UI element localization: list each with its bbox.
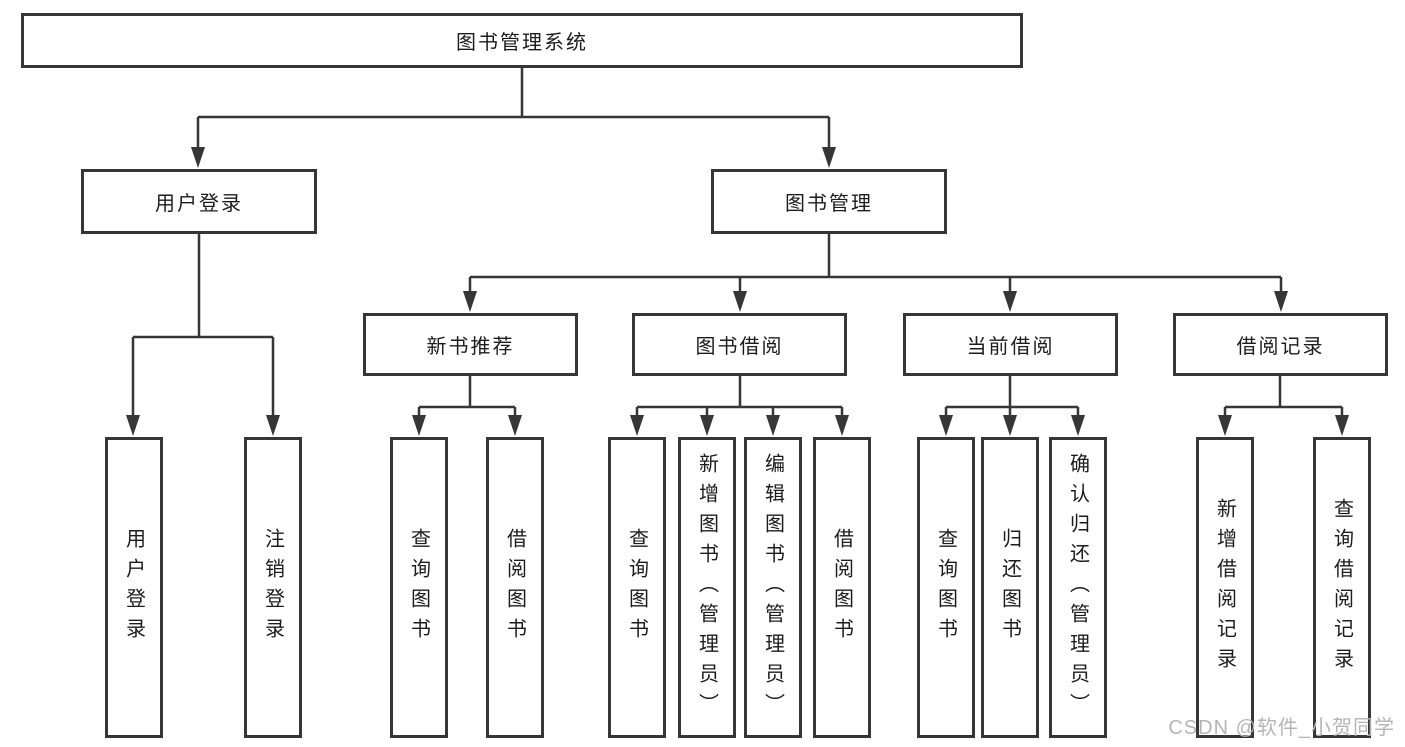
node-label: 注销登录: [261, 527, 284, 648]
leaf-logout: 注销登录: [244, 437, 302, 738]
node-label: 确认归还（管理员）: [1066, 452, 1089, 723]
node-book-management-module: 图书管理: [711, 169, 947, 234]
csdn-watermark: CSDN @软件_小贺同学: [1168, 717, 1395, 739]
node-label: 当前借阅: [966, 336, 1055, 358]
node-book-borrowing: 图书借阅: [632, 313, 847, 376]
node-label: 查询图书: [407, 527, 430, 648]
node-label: 借阅图书: [830, 527, 853, 648]
leaf-query-books-borrowing: 查询图书: [608, 437, 666, 738]
leaf-query-books-current: 查询图书: [917, 437, 975, 738]
node-label: 新增图书（管理员）: [695, 452, 718, 723]
node-label: 查询借阅记录: [1330, 497, 1353, 678]
leaf-edit-books-admin: 编辑图书（管理员）: [744, 437, 802, 738]
leaf-query-books-recommend: 查询图书: [390, 437, 448, 738]
leaf-user-login: 用户登录: [105, 437, 163, 738]
node-borrowing-records: 借阅记录: [1173, 313, 1388, 376]
node-label: 新增借阅记录: [1213, 497, 1236, 678]
node-label: 用户登录: [122, 527, 145, 648]
node-label: 借阅图书: [503, 527, 526, 648]
arrowheads: [126, 147, 1349, 436]
node-label: 图书借阅: [695, 336, 784, 358]
node-library-system: 图书管理系统: [21, 13, 1023, 68]
leaf-query-borrow-record: 查询借阅记录: [1313, 437, 1371, 738]
leaf-confirm-return-admin: 确认归还（管理员）: [1049, 437, 1107, 738]
node-label: 用户登录: [155, 193, 243, 215]
leaf-add-books-admin: 新增图书（管理员）: [678, 437, 736, 738]
connector-lines: [131, 68, 1344, 418]
node-label: 查询图书: [934, 527, 957, 648]
leaf-return-books: 归还图书: [981, 437, 1039, 738]
node-label: 归还图书: [998, 527, 1021, 648]
node-label: 编辑图书（管理员）: [761, 452, 784, 723]
node-label: 图书管理: [785, 193, 873, 215]
node-user-login-module: 用户登录: [81, 169, 317, 234]
node-label: 图书管理系统: [456, 32, 588, 54]
node-label: 新书推荐: [426, 336, 515, 358]
node-label: 查询图书: [625, 527, 648, 648]
node-current-borrowing: 当前借阅: [903, 313, 1118, 376]
leaf-add-borrow-record: 新增借阅记录: [1196, 437, 1254, 738]
node-label: 借阅记录: [1236, 336, 1325, 358]
leaf-borrow-books-borrowing: 借阅图书: [813, 437, 871, 738]
node-new-book-recommend: 新书推荐: [363, 313, 578, 376]
leaf-borrow-books-recommend: 借阅图书: [486, 437, 544, 738]
